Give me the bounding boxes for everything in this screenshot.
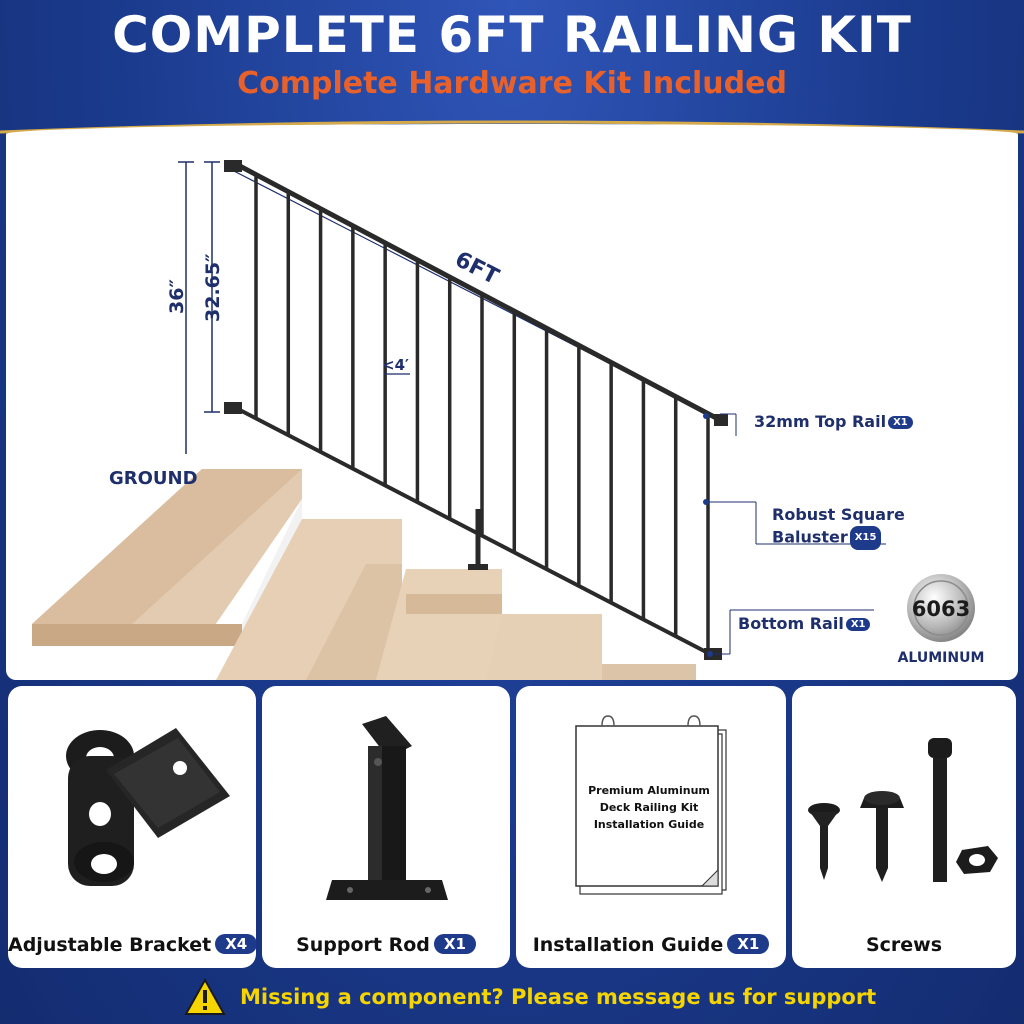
support-message: Missing a component? Please message us f… — [240, 985, 877, 1009]
spacing-label: <4′ — [382, 356, 409, 374]
qty-badge: X1 — [727, 934, 770, 954]
component-card-screws: Screws — [792, 686, 1016, 968]
aluminum-6063-seal: 6063 — [907, 574, 975, 642]
page-title: COMPLETE 6FT RAILING KIT — [112, 6, 912, 64]
qty-badge: X1 — [433, 934, 476, 954]
support-rod-icon — [326, 716, 448, 900]
baluster-qty-badge: X15 — [849, 526, 882, 550]
footer: Missing a component? Please message us f… — [0, 974, 1024, 1024]
component-label: Screws — [865, 934, 943, 956]
balusters — [254, 174, 710, 653]
railing — [224, 160, 886, 660]
material-label: ALUMINUM — [897, 650, 985, 666]
warning-icon — [184, 978, 226, 1015]
component-card-guide: Premium Aluminum Deck Railing Kit Instal… — [516, 686, 786, 968]
qty-badge: X4 — [215, 934, 256, 954]
guide-cover-text: Premium Aluminum Deck Railing Kit Instal… — [588, 784, 710, 831]
bottom-rail-qty-badge: X1 — [845, 618, 871, 631]
height-dimension — [178, 161, 220, 454]
ground-label: GROUND — [109, 468, 198, 489]
material-grade: 6063 — [912, 597, 970, 621]
header: COMPLETE 6FT RAILING KIT Complete Hardwa… — [0, 0, 1024, 128]
stairs-illustration — [32, 469, 696, 680]
height-total-label: 36″ — [166, 279, 188, 314]
bracket-icon — [66, 728, 230, 886]
screws-icon — [808, 738, 998, 882]
railing-diagram — [32, 160, 886, 680]
top-rail-qty-badge: X1 — [888, 416, 913, 429]
page-subtitle: Complete Hardware Kit Included — [237, 66, 787, 101]
height-inner-label: 32.65″ — [202, 253, 224, 322]
guide-icon — [575, 715, 727, 895]
